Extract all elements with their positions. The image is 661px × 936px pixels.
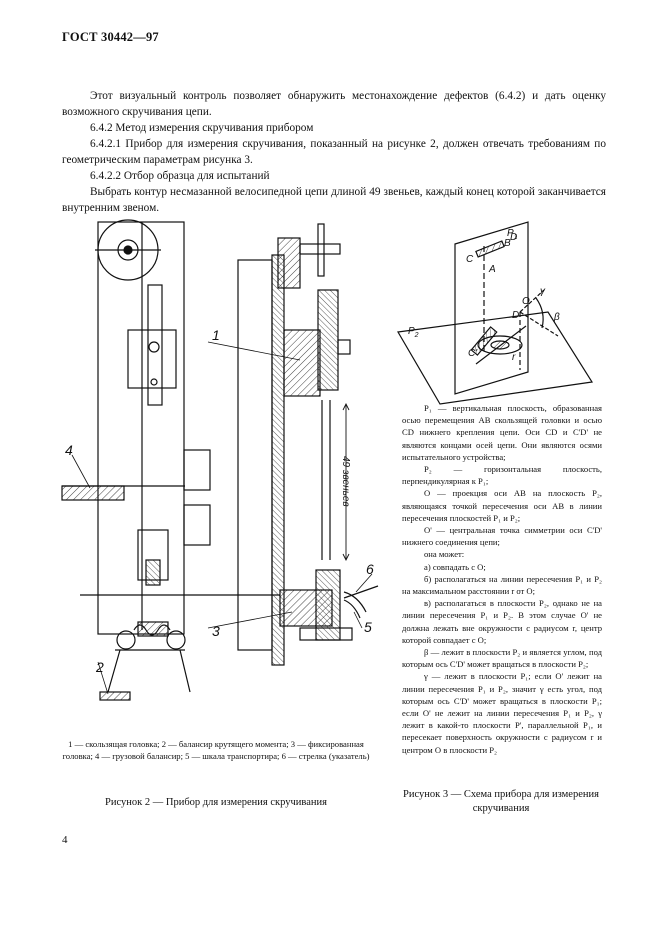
legend-can: она может:: [424, 549, 465, 560]
label-b: B: [504, 238, 511, 249]
label-d-prime: D': [512, 310, 522, 321]
legend-o: O — проекция оси AB на плоскость P₂, явл…: [402, 488, 602, 523]
legend-o-prime: O' — центральная точка симметрии оси C'D…: [402, 525, 602, 548]
figure2-side-view: [237, 223, 379, 666]
label-3: 3: [212, 623, 220, 639]
label-a: A: [488, 264, 496, 275]
label-2: 2: [95, 659, 104, 675]
label-1: 1: [212, 327, 220, 343]
body-text: Этот визуальный контроль позволяет обнар…: [62, 88, 606, 216]
document-header: ГОСТ 30442—97: [62, 30, 159, 44]
paragraph-visual-control: Этот визуальный контроль позволяет обнар…: [62, 90, 606, 118]
figure2-legend: 1 — скользящая головка; 2 — балансир кру…: [62, 739, 370, 762]
legend-p1: P₁ — вертикальная плоскость, образованна…: [402, 403, 602, 462]
legend-c: в) располагаться в плоскости P₂, однако …: [402, 598, 602, 645]
legend-a: а) совпадать с O;: [424, 561, 486, 572]
legend-b: б) располагаться на линии пересечения P₁…: [402, 573, 602, 597]
section-6-4-2: 6.4.2 Метод измерения скручивания прибор…: [90, 122, 314, 134]
label-6: 6: [366, 561, 374, 577]
paragraph-6-4-2-1: 6.4.2.1 Прибор для измерения скручивания…: [62, 138, 606, 166]
label-d: D: [510, 232, 517, 243]
label-c: C: [466, 254, 474, 265]
label-gamma: γ: [540, 286, 546, 297]
label-r: r: [512, 352, 516, 363]
legend-gamma: γ — лежит в плоскости P₁; если O' лежит …: [402, 671, 602, 755]
label-beta: β: [553, 312, 560, 323]
label-p1: P1: [507, 228, 518, 241]
label-p2: P2: [408, 326, 419, 339]
legend-p2: P₂ — горизонтальная плоскость, перпендик…: [402, 464, 602, 487]
label-5: 5: [364, 619, 372, 635]
dimension-49-links: 49 звеньев: [340, 456, 351, 507]
figure2-front-view: [61, 219, 280, 701]
figure3-caption: Рисунок 3 — Схема прибора для измерения …: [403, 789, 599, 814]
figure2-caption: Рисунок 2 — Прибор для измерения скручив…: [105, 797, 327, 808]
paragraph-sample: Выбрать контур несмазанной велосипедной …: [62, 186, 606, 214]
label-c-prime: C': [468, 348, 478, 359]
label-o: O: [522, 296, 530, 307]
section-6-4-2-2: 6.4.2.2 Отбор образца для испытаний: [90, 170, 270, 182]
page-number: 4: [62, 834, 68, 846]
figure3-scheme: [397, 221, 593, 405]
label-4: 4: [65, 442, 73, 458]
figure2-leaders: [71, 341, 373, 695]
figure3-legend: P₁ — вертикальная плоскость, образованна…: [402, 402, 602, 756]
legend-beta: β — лежит в плоскости P₂ и является угло…: [402, 647, 602, 670]
